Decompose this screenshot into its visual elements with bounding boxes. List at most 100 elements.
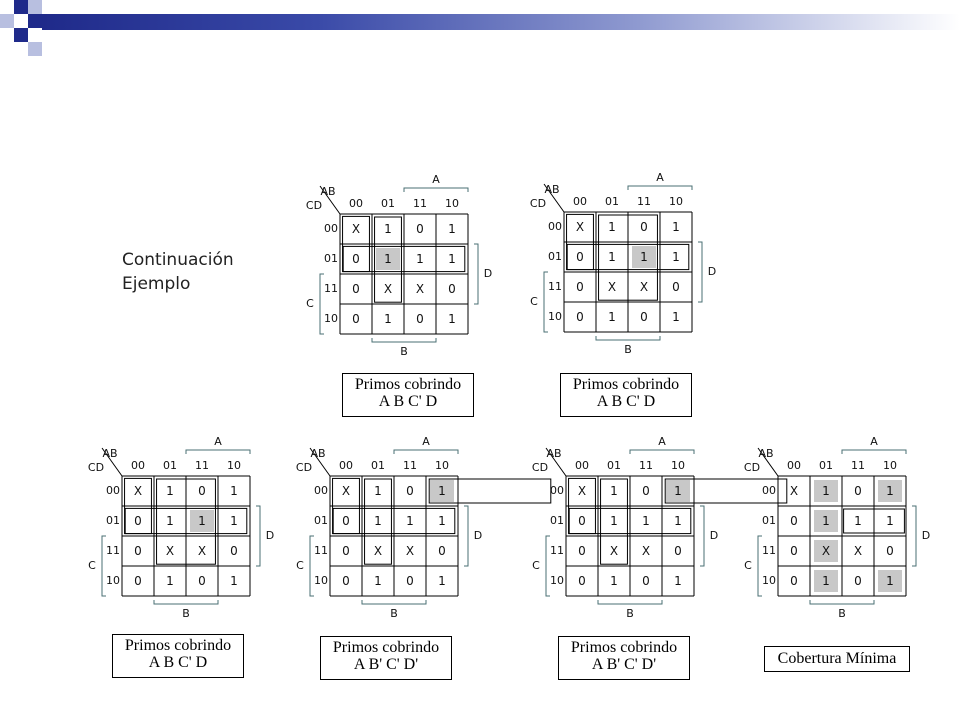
variable-bracket [597,600,663,605]
caption-line-1: Primos cobrindo [572,376,680,393]
kmap-cell: 1 [448,222,456,236]
variable-bracket [185,449,251,454]
slide-header-decoration [0,0,960,60]
kmap-cell: 1 [886,574,894,588]
kmap-cell: 0 [438,544,446,558]
shaded-cell [632,246,656,268]
caption-line-1: Primos cobrindo [354,376,462,393]
slide-heading: Continuación Ejemplo [122,248,234,296]
corner-diagonal [309,447,331,477]
row-header: 00 [324,222,338,235]
kmap-cell: X [373,544,383,558]
corner-col-variable: CD [529,197,547,210]
variable-bracket [319,273,324,335]
corner-row-variable: AB [310,447,326,460]
kmap-cell: 0 [578,514,586,528]
kmap-cell: 0 [578,544,586,558]
kmap-cell: 0 [342,574,350,588]
variable-label-a: A [432,173,440,186]
column-header: 01 [605,195,619,208]
row-header: 11 [548,280,562,293]
variable-bracket [371,338,437,343]
prime-implicant-loop [568,507,692,535]
kmap-cell: 1 [198,514,206,528]
prime-implicant-loop [598,214,658,301]
kmap-cell: 0 [406,484,414,498]
kmap-cell: 0 [134,574,142,588]
kmap-lines [319,185,479,343]
variable-label-d: D [709,529,719,542]
variable-label-c: C [296,559,304,572]
kmap-cell: 0 [416,312,424,326]
kmap-cell: 1 [384,252,392,266]
prime-implicant-loop [364,478,392,565]
kmap-cell: 0 [672,280,680,294]
variable-label-a: A [656,171,664,184]
variable-label-c: C [530,295,538,308]
variable-bracket [595,336,661,341]
prime-implicant-loop [566,243,690,271]
kmap-cell: X [197,544,207,558]
variable-bracket [101,535,106,597]
variable-label-d: D [921,529,931,542]
variable-bracket [757,535,762,597]
row-header: 00 [548,220,562,233]
row-header: 10 [314,574,328,587]
corner-col-variable: CD [295,461,313,474]
variable-label-d: D [483,267,493,280]
shaded-cell [814,510,838,532]
row-header: 00 [314,484,328,497]
caption-box-4: Primos cobrindo A B' C' D' [320,636,452,680]
kmap-cell: X [415,282,425,296]
kmap-cell: 0 [352,282,360,296]
variable-label-d: D [473,529,483,542]
caption-box-3: Primos cobrindo A B C' D [112,634,244,678]
variable-label-b: B [390,607,398,620]
variable-bracket [256,505,261,567]
row-header: 11 [106,544,120,557]
kmap-cell: 1 [448,252,456,266]
variable-bracket [627,185,693,190]
shaded-cell [430,480,454,502]
kmap-cell: 1 [672,220,680,234]
kmap-cell: 0 [342,514,350,528]
variable-label-d: D [265,529,275,542]
kmap-cell: 0 [352,312,360,326]
column-header: 10 [883,459,897,472]
prime-implicant-loop [374,216,402,303]
kmap-cell: 0 [198,484,206,498]
kmap-cell: X [641,544,651,558]
kmap-cell: 1 [166,514,174,528]
kmap-cell: 0 [674,544,682,558]
variable-bracket [700,505,705,567]
kmap-cell: 1 [886,484,894,498]
variable-bracket [809,600,875,605]
caption-box-2: Primos cobrindo A B C' D [560,373,692,417]
header-square [14,14,28,28]
column-header: 01 [607,459,621,472]
shaded-cell [878,480,902,502]
kmap-cell: 1 [672,250,680,264]
row-header: 10 [548,310,562,323]
column-header: 00 [349,197,363,210]
variable-label-b: B [838,607,846,620]
kmap-lines [101,447,261,605]
kmap-lines [543,183,703,341]
row-header: 01 [762,514,776,527]
kmap-cell: 1 [384,222,392,236]
column-header: 11 [851,459,865,472]
caption-box-1: Primos cobrindo A B C' D [342,373,474,417]
kmap-cell: 1 [448,312,456,326]
row-header: 01 [548,250,562,263]
column-header: 00 [575,459,589,472]
kmap-cell: 1 [608,250,616,264]
kmap-cell: 1 [166,484,174,498]
kmap-cell: 1 [674,574,682,588]
prime-implicant-loop [664,478,788,504]
kmap-cell: 1 [374,514,382,528]
kmap-cell: 0 [790,574,798,588]
column-header: 10 [669,195,683,208]
row-header: 10 [324,312,338,325]
kmap-cell: 0 [198,574,206,588]
